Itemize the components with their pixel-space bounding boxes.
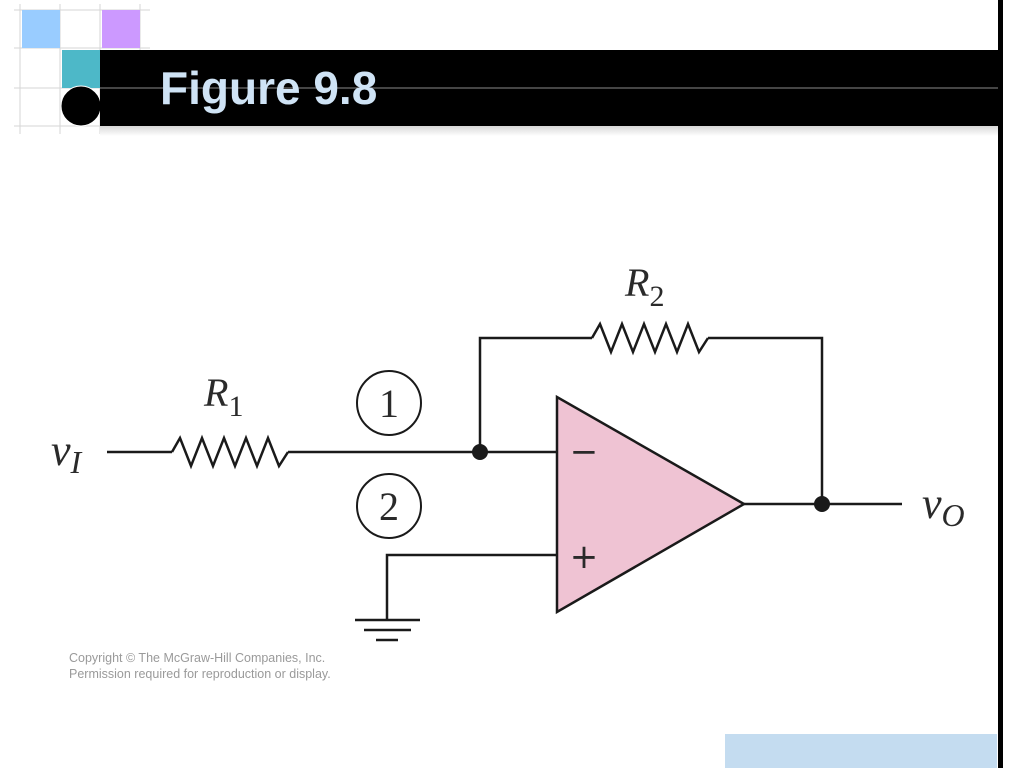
inverting-sign: − xyxy=(570,432,599,472)
r2-resistor xyxy=(590,320,710,356)
feedback-left-wire xyxy=(478,336,592,452)
input-voltage-symbol: v xyxy=(51,426,71,475)
noninverting-sign: + xyxy=(570,537,599,577)
right-border xyxy=(998,0,1003,768)
input-voltage-subscript: I xyxy=(70,444,83,480)
accent-block xyxy=(725,734,997,768)
junction-output xyxy=(814,496,830,512)
output-voltage-subscript: O xyxy=(942,497,965,533)
r1-subscript: 1 xyxy=(228,390,243,423)
r2-label: R2 xyxy=(624,260,664,313)
output-voltage-label: vO xyxy=(922,479,965,533)
output-voltage-symbol: v xyxy=(922,479,942,528)
r2-subscript: 2 xyxy=(649,280,664,313)
copyright-line-1: Copyright © The McGraw-Hill Companies, I… xyxy=(69,651,326,665)
opamp-triangle xyxy=(555,394,747,615)
node1-number: 1 xyxy=(379,381,399,426)
r2-symbol: R xyxy=(624,260,649,305)
copyright-line-2: Permission required for reproduction or … xyxy=(69,667,331,681)
title-rule xyxy=(100,87,1000,89)
junction-node1 xyxy=(472,444,488,460)
r1-symbol: R xyxy=(203,370,228,415)
input-voltage-label: vI xyxy=(51,426,83,480)
title-bar-shadow xyxy=(100,126,1000,136)
slide-title: Figure 9.8 xyxy=(160,62,378,114)
r1-resistor xyxy=(170,434,290,470)
node2-marker xyxy=(356,473,422,539)
feedback-right-wire xyxy=(708,336,824,504)
r1-label: R1 xyxy=(203,370,243,423)
copyright-notice: Copyright © The McGraw-Hill Companies, I… xyxy=(69,650,331,682)
noninverting-wire xyxy=(385,553,557,620)
node2-number: 2 xyxy=(379,484,399,529)
node1-marker xyxy=(356,370,422,436)
